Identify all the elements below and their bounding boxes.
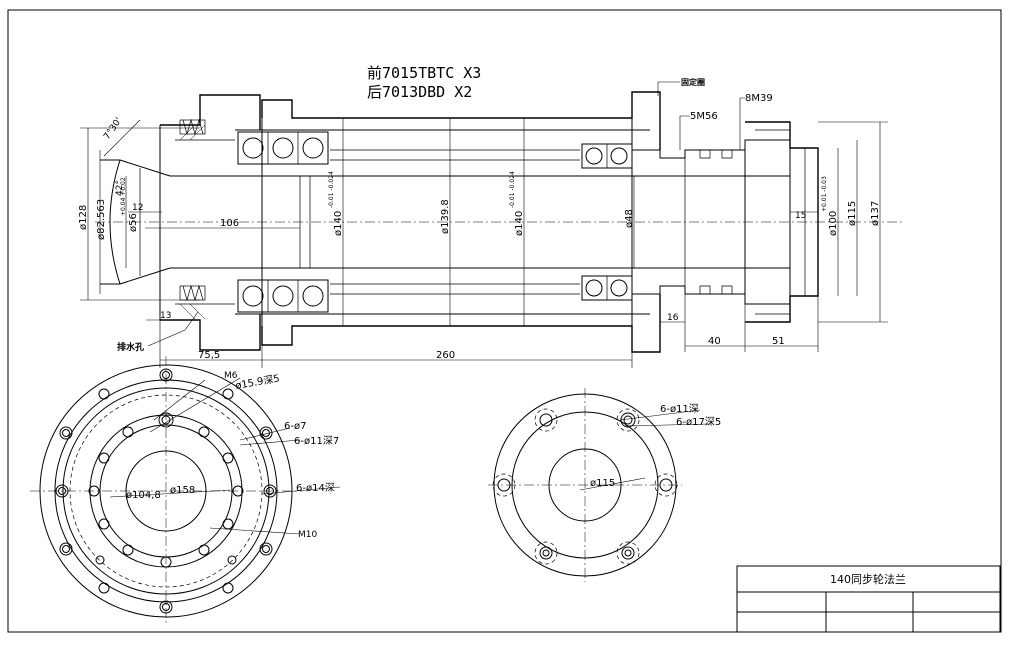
dim-l15: 15 (795, 211, 806, 221)
callout-5m56: 5M56 (690, 111, 718, 122)
dim-d140b: ø140 (514, 211, 525, 236)
dim-d140a-tol: -0.01 -0.024 (328, 171, 335, 208)
dim-d100: ø100 (828, 211, 839, 236)
dim-d128: ø128 (78, 205, 89, 230)
rear-flange-view: 6-ø11深 6-ø17深5 ø115 (488, 388, 721, 582)
front-bearings (237, 131, 329, 313)
rear-h11: 6-ø11深 (660, 403, 699, 415)
dim-l260: 260 (436, 350, 455, 361)
dim-d139: ø139.8 (440, 199, 451, 234)
dim-l51: 51 (772, 336, 785, 347)
rear-nut-top (632, 139, 790, 159)
housing-bottom-outline (261, 294, 661, 353)
front-cap-top (160, 94, 261, 130)
callout-fixed-ring: 固定圈 (681, 77, 705, 87)
front-cap-bottom (160, 314, 261, 351)
front-inner-holes (88, 412, 244, 568)
housing-top-outline (261, 91, 661, 150)
dim-l13: 13 (160, 311, 171, 321)
callout-drain-hole: 排水孔 (117, 341, 144, 353)
callout-8m39: 8M39 (745, 93, 773, 104)
front-h11: 6-ø11深7 (294, 435, 339, 447)
front-d158: ø158 (170, 485, 195, 496)
drawing-title: 140同步轮法兰 (830, 572, 906, 586)
dim-d82: ø82.563 (96, 199, 107, 240)
front-m6: M6 (224, 371, 238, 381)
dim-l75: 75,5 (198, 350, 220, 361)
dim-d140b-tol: -0.01 -0.024 (509, 171, 516, 208)
pulley-flange (745, 121, 819, 323)
spec-line-2: 后7013DBD X2 (367, 83, 472, 101)
dim-l12: 12 (132, 203, 143, 213)
sheet-border (7, 9, 1002, 633)
dim-l106: 106 (220, 218, 239, 229)
front-h14: 6-ø14深 (296, 482, 335, 494)
rear-d115: ø115 (590, 478, 615, 489)
dim-d48: ø48 (624, 209, 635, 228)
dim-l40: 40 (708, 336, 721, 347)
front-m10: M10 (298, 530, 317, 540)
dim-d140a: ø140 (333, 211, 344, 236)
dim-d115: ø115 (847, 201, 858, 226)
spec-line-1: 前7015TBTC X3 (367, 64, 481, 82)
section-view: ø128 ø82.563 ø56 +0.04 +0.02 ø140 -0.01 … (78, 77, 905, 368)
length-dims (128, 211, 819, 368)
dim-d100-tol: +0.01 -0.03 (821, 176, 828, 212)
rear-bearings (581, 143, 633, 301)
angle-7-30: 7°30' (102, 116, 124, 142)
rear-nut-bottom (632, 285, 790, 305)
dim-l16: 16 (667, 313, 679, 323)
diameter-dims (80, 118, 888, 326)
front-h7: 6-ø7 (284, 421, 306, 432)
title-block: 140同步轮法兰 (736, 565, 1001, 633)
dim-d137: ø137 (870, 201, 881, 226)
front-d104: ø104,8 (126, 490, 161, 501)
dim-d56-tol: +0.04 +0.02 (120, 177, 127, 216)
angle-42: 42° (115, 180, 125, 196)
dim-d56: ø56 (128, 213, 139, 232)
rear-holes (492, 408, 678, 565)
front-flange-view: M6 ø15.9深5 6-ø7 6-ø11深7 6-ø14深 ø104,8 ø1… (30, 356, 341, 626)
front-cb15: ø15.9深5 (234, 372, 280, 392)
rear-h17: 6-ø17深5 (676, 416, 721, 428)
